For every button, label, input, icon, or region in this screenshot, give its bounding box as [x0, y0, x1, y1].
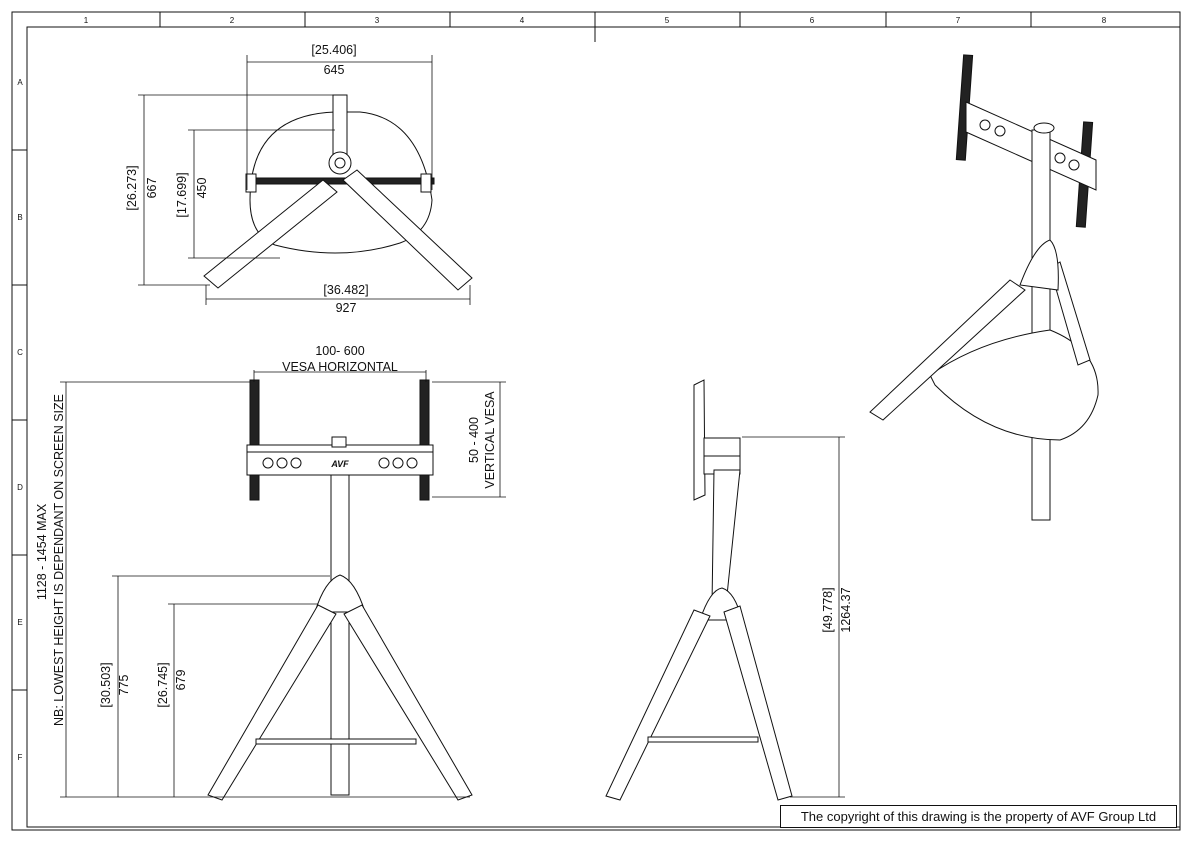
column-label-7: 7: [956, 16, 961, 25]
top-view-bracket-end-right: [420, 173, 432, 193]
vesa-v-range: 50 - 400: [467, 417, 481, 463]
front-leg-mm: 775: [117, 675, 131, 696]
row-label-f: F: [18, 753, 23, 762]
front-hub: [314, 574, 366, 613]
side-pole: [711, 469, 741, 606]
front-pole: [330, 474, 350, 796]
front-shelf-mm: 679: [174, 670, 188, 691]
top-height-inch: [26.273]: [125, 165, 139, 210]
isometric-view: [869, 54, 1099, 521]
vesa-h-label: VESA HORIZONTAL: [282, 360, 398, 374]
vesa-v-label: VERTICAL VESA: [483, 391, 497, 489]
front-view: AVF 100- 600 VESA HORIZONTAL 50 - 400 VE…: [35, 344, 506, 801]
front-leg-left: [207, 604, 337, 801]
top-shelf-inch: [17.699]: [175, 172, 189, 217]
top-height-mm: 667: [145, 178, 159, 199]
column-label-3: 3: [375, 16, 380, 25]
front-leg-inch: [30.503]: [99, 662, 113, 707]
column-label-4: 4: [520, 16, 525, 25]
iso-hub: [1019, 239, 1059, 291]
side-crossbar: [647, 736, 759, 743]
front-leg-right: [343, 604, 473, 801]
drawing-border-inner: [26, 26, 1181, 828]
top-width-mm: 645: [324, 63, 345, 77]
front-bracket-logo: AVF: [330, 459, 349, 469]
row-label-b: B: [17, 213, 22, 222]
copyright-notice: The copyright of this drawing is the pro…: [780, 805, 1177, 828]
top-view-bracket: [245, 177, 435, 185]
iso-shelf: [929, 329, 1099, 441]
top-view-leg-left: [203, 179, 338, 289]
row-label-e: E: [17, 618, 22, 627]
side-leg-back: [723, 605, 793, 801]
top-base-inch: [36.482]: [323, 283, 368, 297]
top-view: [25.406] 645 [26.273] 667 [17.699] 450 […: [125, 43, 473, 315]
top-base-mm: 927: [336, 301, 357, 315]
column-label-1: 1: [84, 16, 89, 25]
column-label-8: 8: [1102, 16, 1107, 25]
front-rail-right: [419, 379, 430, 501]
column-label-2: 2: [230, 16, 235, 25]
top-view-collar-inner: [334, 157, 346, 169]
iso-pole-cap: [1033, 122, 1055, 134]
iso-bracket: [965, 101, 1097, 191]
front-rail-left: [249, 379, 260, 501]
vesa-h-range: 100- 600: [315, 344, 364, 358]
side-screen-plate: [693, 379, 706, 501]
row-label-d: D: [17, 483, 23, 492]
top-view-bracket-end-left: [245, 173, 257, 193]
iso-pole: [1031, 129, 1051, 521]
front-bracket-holes: [262, 457, 418, 469]
top-shelf-mm: 450: [195, 178, 209, 199]
height-note: NB: LOWEST HEIGHT IS DEPENDANT ON SCREEN…: [52, 394, 66, 726]
front-shelf-inch: [26.745]: [156, 662, 170, 707]
row-label-a: A: [17, 78, 23, 87]
iso-leg-left: [869, 279, 1026, 421]
front-pole-cap: [331, 436, 347, 448]
side-leg-front: [605, 609, 711, 801]
front-crossbar: [255, 738, 417, 745]
side-view: [49.778] 1264.37: [605, 379, 853, 801]
row-label-c: C: [17, 348, 23, 357]
side-height-mm: 1264.37: [839, 587, 853, 632]
top-width-inch: [25.406]: [311, 43, 356, 57]
row-dividers: [12, 149, 27, 691]
height-range: 1128 - 1454 MAX: [35, 503, 49, 600]
column-label-5: 5: [665, 16, 670, 25]
column-label-6: 6: [810, 16, 815, 25]
column-dividers: [159, 12, 1032, 42]
top-view-leg-right: [342, 169, 473, 291]
side-height-inch: [49.778]: [821, 587, 835, 632]
